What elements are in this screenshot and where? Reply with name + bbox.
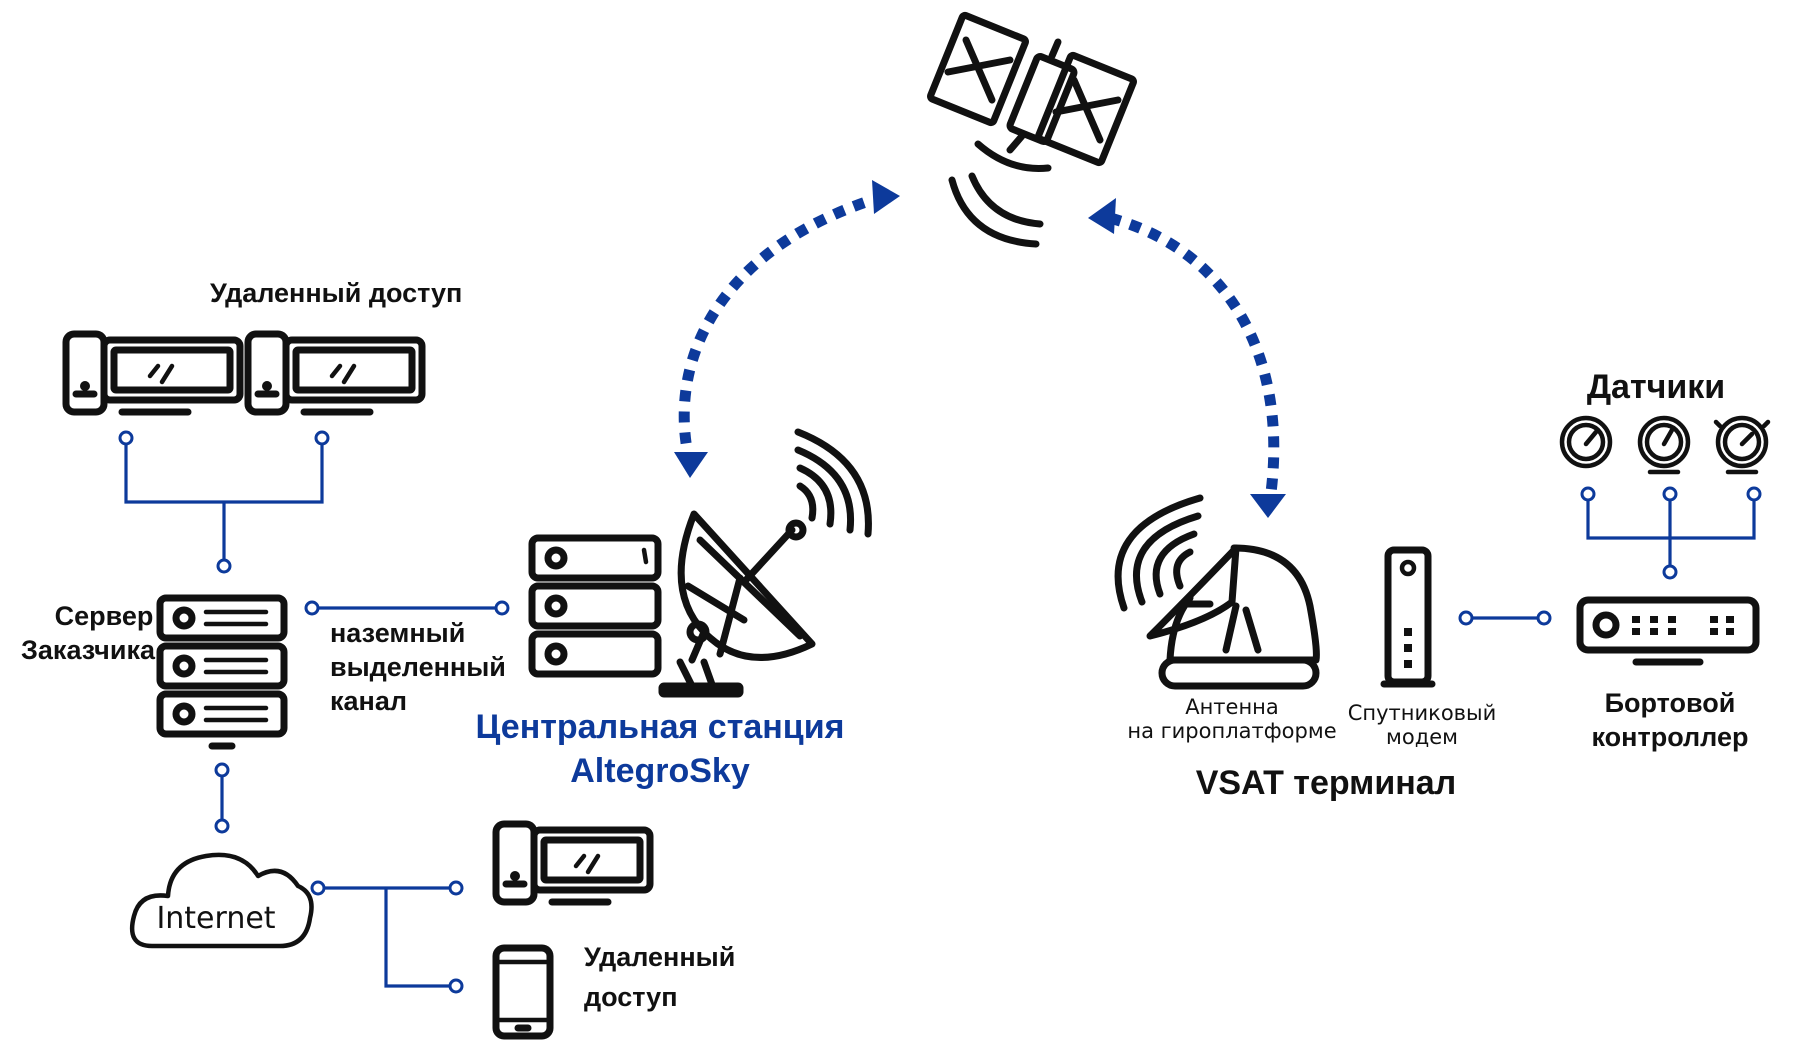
- desktop-computer-icon: [492, 820, 654, 906]
- server-label-line2: Заказчика: [21, 635, 156, 665]
- vsat-terminal-label: VSAT терминал: [1196, 764, 1457, 802]
- sensors-connector: [1580, 486, 1762, 580]
- arrowhead-left-bottom: [674, 452, 708, 478]
- internet-to-remote-connector: [310, 880, 464, 994]
- cloud-icon: [129, 852, 314, 949]
- remote-access-bottom-label-line2: доступ: [584, 982, 678, 1012]
- central-station-title-line2: AltegroSky: [570, 752, 750, 790]
- server-rack-icon: [156, 594, 288, 750]
- central-station-title-line1: Центральная станция: [476, 708, 845, 746]
- satellite-dish-icon: [658, 510, 816, 698]
- arrowhead-right-bottom: [1250, 494, 1286, 518]
- satellite-icon: [927, 11, 1137, 248]
- antenna-label-line2: на гироплатформе: [1127, 719, 1336, 743]
- satellite-link-left: [674, 180, 900, 478]
- remote-access-top-label: Удаленный доступ: [210, 278, 462, 308]
- controller-label-line1: Бортовой: [1605, 688, 1736, 718]
- arrowhead-right-top: [1088, 198, 1116, 234]
- modem-label-line2: модем: [1386, 725, 1458, 749]
- server-to-internet-connector: [214, 762, 230, 834]
- gauge-icon: [1713, 415, 1771, 475]
- modem-to-controller-connector: [1458, 610, 1552, 626]
- modem-icon: [1380, 546, 1436, 688]
- remote-access-bottom-label-line1: Удаленный: [584, 942, 735, 972]
- server-rack-icon: [528, 534, 662, 678]
- antenna-label-line1: Антенна: [1185, 695, 1279, 719]
- desktop-computer-icon: [244, 330, 426, 416]
- channel-label-line2: выделенный: [330, 652, 506, 682]
- signal-waves-icon: [1114, 494, 1204, 612]
- sensors-label: Датчики: [1587, 368, 1725, 406]
- controller-label-line2: контроллер: [1592, 722, 1749, 752]
- controller-icon: [1576, 596, 1760, 666]
- gauge-icon: [1637, 415, 1691, 475]
- desktop-computer-icon: [62, 330, 244, 416]
- downlink-arc-right: [1108, 212, 1280, 501]
- gyro-antenna-icon: [1146, 544, 1320, 690]
- arrowhead-left-top: [872, 180, 900, 214]
- channel-label-line3: канал: [330, 686, 407, 716]
- modem-label-line1: Спутниковый: [1348, 701, 1497, 725]
- smartphone-icon: [492, 944, 554, 1040]
- channel-label-line1: наземный: [330, 618, 465, 648]
- server-label-line1: Сервер: [55, 601, 154, 631]
- gauge-icon: [1559, 415, 1613, 469]
- server-to-station-connector: [304, 600, 510, 616]
- satellite-link-right: [1088, 198, 1286, 518]
- uplink-arc-left: [678, 194, 874, 466]
- signal-waves-icon: [794, 428, 872, 538]
- internet-label: Internet: [156, 901, 275, 936]
- remote-access-top-connector: [118, 430, 330, 574]
